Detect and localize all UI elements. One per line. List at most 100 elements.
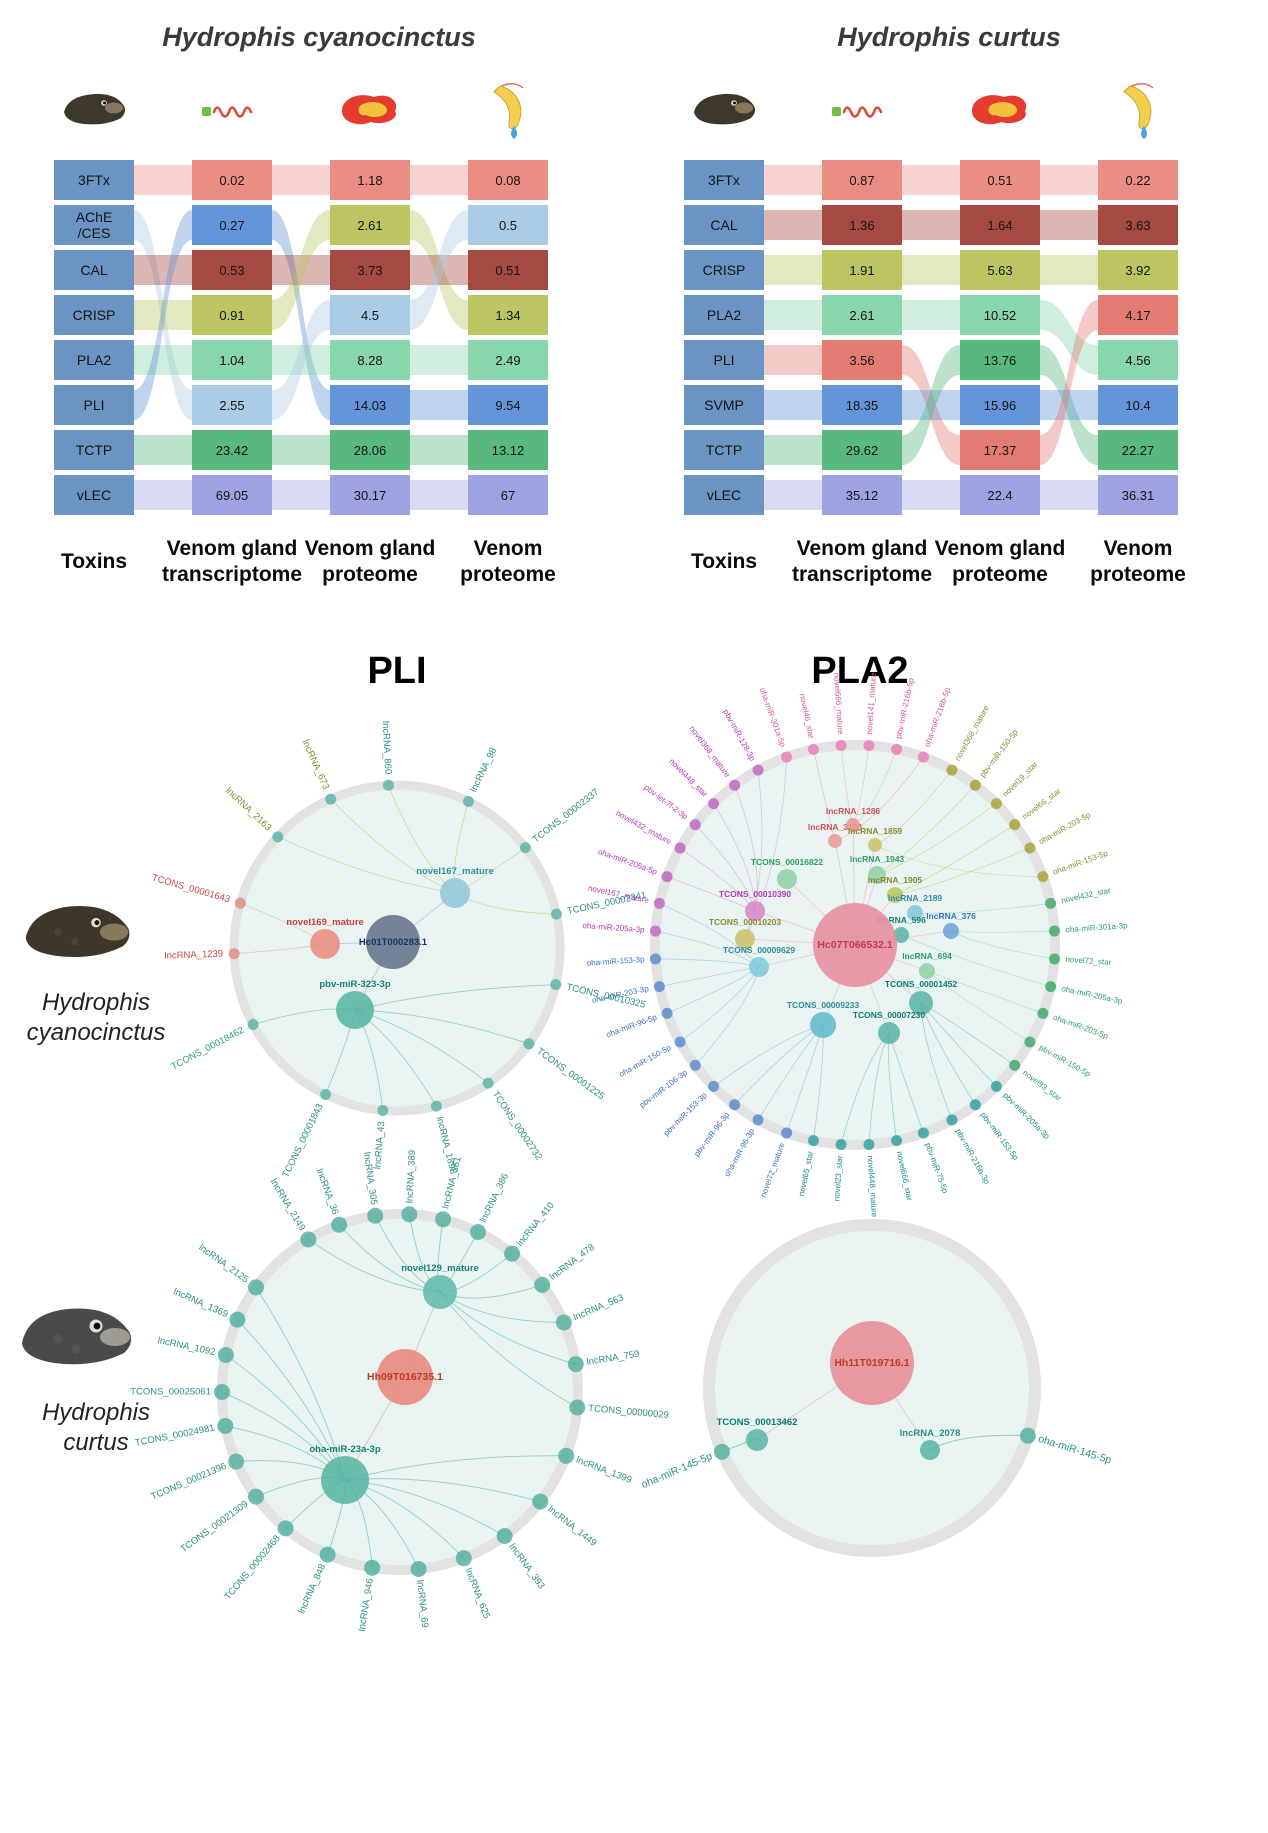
toxin-node <box>54 295 134 335</box>
toxin-node <box>684 340 764 380</box>
peripheral-node <box>969 1099 981 1111</box>
peripheral-node-label: oha-miR-216b-5p <box>923 686 953 748</box>
peripheral-node <box>228 1453 245 1470</box>
flow-ribbon <box>764 300 822 330</box>
value-label: 4.5 <box>361 308 379 323</box>
value-label: 3.56 <box>849 353 874 368</box>
column-axis-label: transcriptome <box>792 563 932 586</box>
hub-node-label: lncRNA_2078 <box>900 1428 961 1439</box>
value-node <box>822 430 902 470</box>
peripheral-node <box>781 751 793 763</box>
peripheral-node <box>367 1207 384 1224</box>
peripheral-node <box>569 1399 586 1416</box>
peripheral-node <box>455 1550 472 1567</box>
peripheral-node-label: lncRNA_1239 <box>164 949 223 962</box>
hub-node-label: lncRNA_3198 <box>808 822 863 832</box>
value-node <box>330 385 410 425</box>
toxin-label: CRISP <box>703 262 746 278</box>
hub-node <box>336 991 374 1029</box>
peripheral-node-label: pbv-miR-150-5p <box>1038 1043 1093 1079</box>
peripheral-node-label: TCONS_00001843 <box>280 1102 325 1179</box>
peripheral-node <box>430 1100 442 1112</box>
network-edge <box>330 798 456 894</box>
peripheral-node <box>523 1038 535 1050</box>
peripheral-node <box>364 1559 381 1576</box>
toxin-label: SVMP <box>704 397 744 413</box>
network-pla2-curtus: oha-miR-145-5poha-miR-145-5pTCONS_000134… <box>640 1219 1113 1557</box>
peripheral-node <box>713 1443 730 1460</box>
value-label: 1.64 <box>987 218 1012 233</box>
value-label: 2.61 <box>357 218 382 233</box>
value-node <box>960 475 1040 515</box>
value-label: 1.18 <box>357 173 382 188</box>
hub-node-label: TCONS_00010203 <box>709 917 782 927</box>
snake-snout <box>100 1328 130 1346</box>
hub-node <box>828 834 842 848</box>
toxin-label: PLA2 <box>707 307 741 323</box>
hub-node <box>423 1275 457 1309</box>
peripheral-node-label: lncRNA_410 <box>515 1200 557 1248</box>
peripheral-node <box>247 1019 259 1031</box>
hub-node <box>920 1440 940 1460</box>
column-axis-label: proteome <box>322 563 418 586</box>
flow-ribbon <box>272 165 330 195</box>
hub-node <box>810 1012 836 1038</box>
toxin-label: CAL <box>80 262 107 278</box>
snake-snout <box>99 923 129 941</box>
peripheral-node <box>377 1104 389 1116</box>
peripheral-node <box>708 798 720 810</box>
hub-node-label: TCONS_00016822 <box>751 857 824 867</box>
toxin-label: 3FTx <box>708 172 740 188</box>
peripheral-node <box>382 779 394 791</box>
hub-node-label: lncRNA_376 <box>926 911 976 921</box>
column-axis-label: Toxins <box>61 550 127 573</box>
peripheral-node-label: novel432_mature <box>614 808 673 846</box>
column-axis-label: proteome <box>460 563 556 586</box>
peripheral-node-label: lncRNA_563 <box>572 1292 625 1323</box>
peripheral-node-label: oha-miR-96-3p <box>723 1127 757 1179</box>
peripheral-node <box>1024 842 1036 854</box>
hub-node <box>735 929 755 949</box>
toxin-label: CRISP <box>73 307 116 323</box>
flow-ribbon <box>272 300 330 420</box>
peripheral-node-label: oha-miR-153-3p <box>587 955 646 968</box>
gene-node <box>830 1321 914 1405</box>
flow-ribbon <box>134 165 192 195</box>
value-node <box>1098 430 1178 470</box>
toxin-node <box>684 430 764 470</box>
peripheral-node <box>661 1007 673 1019</box>
hub-node-label: lncRNA_2189 <box>888 893 943 903</box>
peripheral-node-label: lncRNA_361 <box>440 1156 464 1210</box>
value-label: 0.51 <box>495 263 520 278</box>
toxin-node <box>54 475 134 515</box>
flow-ribbon <box>272 345 330 375</box>
peripheral-node-label: pbv-miR-75-5p <box>923 1142 950 1195</box>
gene-node-label: Hh09T016735.1 <box>367 1371 443 1383</box>
peripheral-node <box>653 981 665 993</box>
flow-ribbon <box>410 210 468 330</box>
peripheral-node-label: lncRNA_946 <box>357 1578 376 1632</box>
peripheral-node <box>674 1036 686 1048</box>
peripheral-node-label: novel23_star <box>832 1155 844 1202</box>
flow-ribbon <box>764 390 822 420</box>
value-node <box>822 250 902 290</box>
network-edge <box>876 784 976 876</box>
alluvial-chart-cyanocinctus: 3FTxAChE/CESCALCRISPPLA2PLITCTPvLEC0.020… <box>54 83 556 586</box>
column-axis-label: Venom gland <box>935 537 1066 560</box>
peripheral-node-label: oha-miR-203-5p <box>1037 810 1092 846</box>
peripheral-node-label: pbv-miR-216b-5p <box>894 677 916 740</box>
peripheral-node-label: novel368_mature <box>953 704 991 763</box>
value-node <box>330 295 410 335</box>
network-edge <box>734 785 758 912</box>
value-label: 8.28 <box>357 353 382 368</box>
flow-ribbon <box>1040 300 1098 375</box>
toxin-node <box>684 385 764 425</box>
value-node <box>822 385 902 425</box>
value-node <box>468 385 548 425</box>
peripheral-node <box>969 779 981 791</box>
flow-ribbon <box>410 255 468 285</box>
flow-ribbon <box>902 480 960 510</box>
value-node <box>822 295 902 335</box>
value-node <box>468 205 548 245</box>
toxin-node <box>684 160 764 200</box>
